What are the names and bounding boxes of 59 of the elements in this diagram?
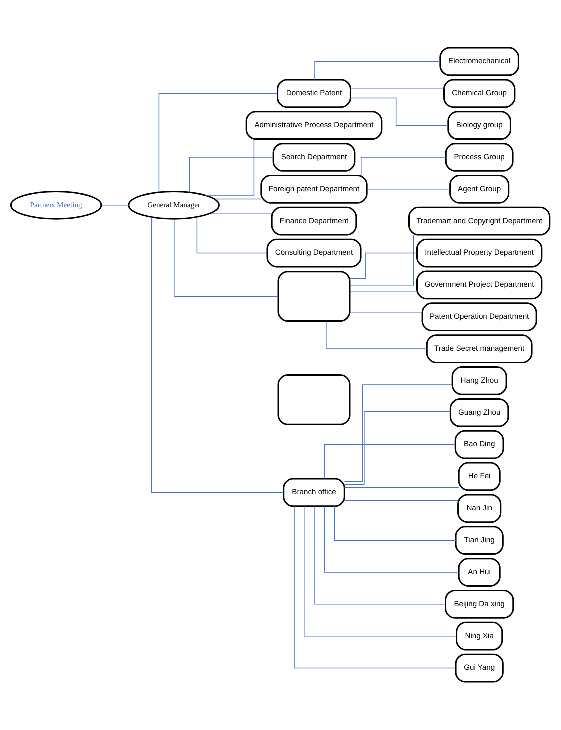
connector bbox=[326, 321, 428, 350]
node-box: Bao Ding bbox=[454, 430, 504, 460]
node-box: Gui Yang bbox=[455, 654, 504, 683]
node-ellipse: General Manager bbox=[128, 190, 220, 220]
node-box: Patent Operation Department bbox=[422, 302, 538, 332]
node-box: Search Department bbox=[272, 143, 356, 172]
node-box: Domestic Patent bbox=[277, 79, 352, 108]
connector bbox=[350, 312, 423, 313]
node-ellipse: Partners Meeting bbox=[10, 190, 102, 220]
node-box: Trade Secret management bbox=[426, 334, 533, 364]
node-box: Administrative Process Department bbox=[246, 111, 383, 140]
node-box: Intellectual Property Department bbox=[416, 238, 543, 268]
node-box: Nan Jin bbox=[458, 494, 502, 524]
connector bbox=[324, 506, 460, 573]
connector bbox=[344, 487, 460, 488]
node-box: He Fei bbox=[458, 462, 501, 492]
connector bbox=[210, 212, 272, 214]
node-box: Government Project Department bbox=[416, 270, 543, 300]
connector bbox=[350, 252, 418, 280]
node-box bbox=[278, 271, 351, 322]
connector bbox=[314, 61, 441, 80]
connector bbox=[304, 506, 458, 637]
node-box: Beijing Da xing bbox=[445, 590, 514, 619]
node-box: An Hui bbox=[458, 558, 501, 587]
connector bbox=[151, 216, 284, 494]
node-box: Consulting Department bbox=[266, 238, 362, 268]
connector bbox=[158, 93, 278, 193]
connector bbox=[214, 198, 262, 200]
connector bbox=[174, 218, 279, 297]
node-box: Ning Xia bbox=[456, 622, 504, 651]
node-box: Chemical Group bbox=[443, 79, 516, 108]
node-box: Electromechanical bbox=[440, 47, 520, 76]
connector bbox=[324, 444, 456, 480]
connector bbox=[196, 216, 268, 254]
node-box: Trademart and Copyright Department bbox=[408, 206, 551, 236]
node-box: Hang Zhou bbox=[452, 366, 508, 396]
connector bbox=[314, 506, 446, 605]
connector bbox=[344, 384, 453, 482]
connector bbox=[350, 88, 444, 90]
connector bbox=[189, 157, 274, 193]
node-box: Biology group bbox=[448, 111, 512, 140]
connector bbox=[205, 139, 255, 196]
connector bbox=[334, 506, 456, 541]
node-box: Process Group bbox=[445, 143, 514, 172]
node-box: Branch office bbox=[283, 478, 346, 508]
node-box: Finance Department bbox=[271, 206, 358, 236]
connector bbox=[366, 189, 451, 190]
connector bbox=[101, 205, 130, 206]
node-box: Tian Jing bbox=[455, 526, 504, 556]
node-box: Foreign patent Department bbox=[260, 174, 368, 204]
connector bbox=[350, 234, 414, 286]
node-box bbox=[278, 374, 351, 426]
node-box: Agent Group bbox=[450, 174, 510, 204]
connector bbox=[361, 157, 446, 176]
node-box: Guang Zhou bbox=[450, 398, 510, 428]
connector bbox=[294, 506, 456, 669]
connector bbox=[344, 500, 459, 502]
connector bbox=[350, 98, 449, 126]
connector bbox=[344, 412, 451, 486]
